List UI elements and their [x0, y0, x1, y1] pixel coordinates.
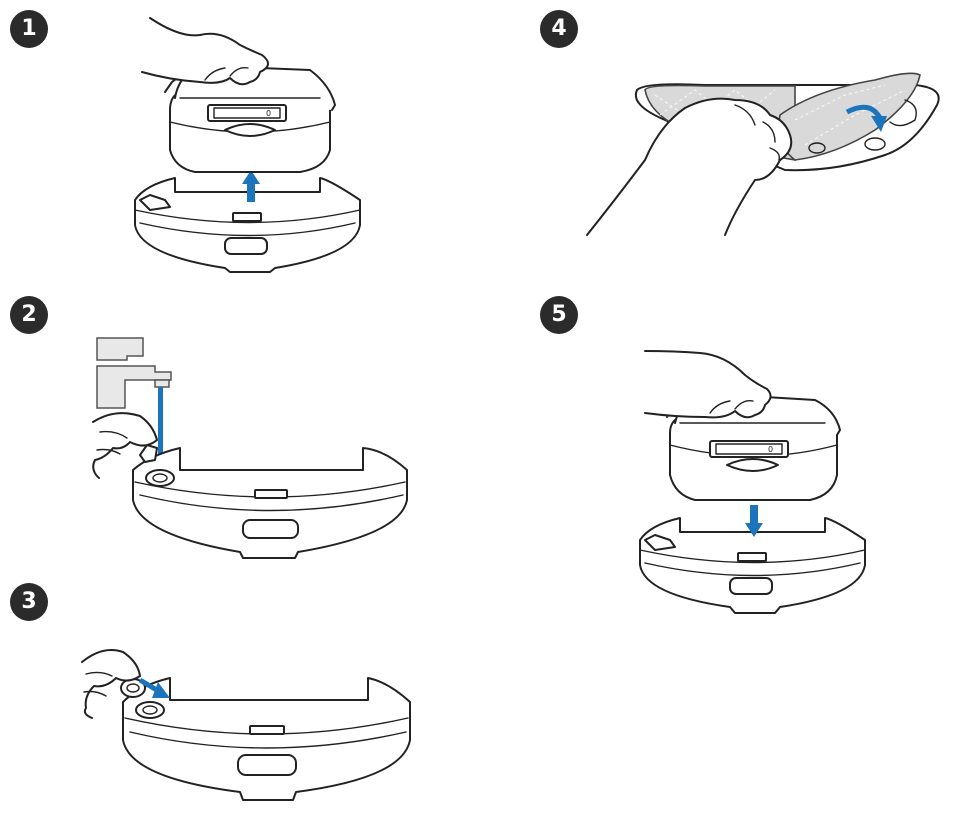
step-5-illustration: 0 [639, 350, 866, 614]
hand-illustration [644, 350, 772, 419]
step-2-illustration [92, 337, 408, 559]
arrow-up-icon [242, 170, 260, 202]
step-3-illustration [81, 649, 411, 801]
step-1-illustration: 0 [134, 17, 361, 273]
hand-illustration [586, 97, 793, 236]
hand-illustration [141, 17, 269, 86]
step-4-badge: 4 [540, 10, 578, 48]
water-tank-base [134, 177, 361, 273]
curved-arrow-icon [845, 104, 887, 132]
faucet-icon [96, 337, 172, 409]
arrow-down-icon [745, 505, 763, 537]
step-4-illustration [586, 72, 940, 236]
water-tank-base [639, 517, 866, 614]
water-stream [158, 387, 163, 477]
hand-illustration [81, 649, 141, 719]
tank-level-label: 0 [768, 445, 773, 454]
step-5-badge: 5 [540, 296, 578, 334]
step-2-badge: 2 [10, 296, 48, 334]
step-3-badge: 3 [10, 583, 48, 621]
arrow-diagonal-icon [138, 677, 170, 698]
water-tank-base [122, 677, 411, 801]
step-1-badge: 1 [10, 10, 48, 48]
tank-level-label: 0 [266, 109, 271, 118]
hand-illustration [92, 412, 158, 479]
water-tank-base [132, 447, 408, 559]
